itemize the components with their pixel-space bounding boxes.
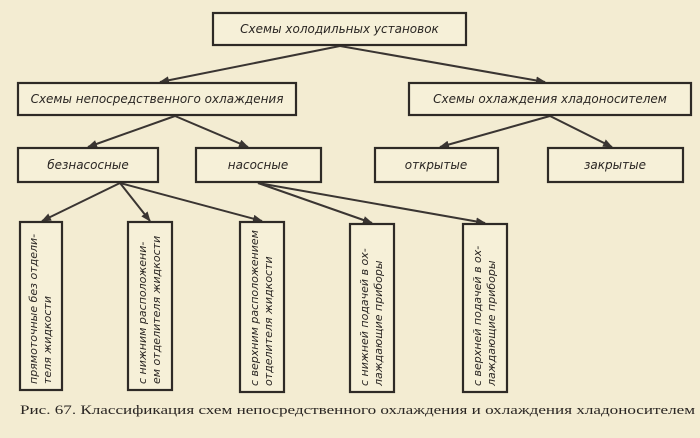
node-pumpless: безнасосные xyxy=(16,146,160,184)
node-closed: закрытые xyxy=(546,146,685,184)
leaf-2: с нижним расположени- ем отделителя жидк… xyxy=(126,220,174,392)
leaf-1-line-1: прямоточные без отдели- xyxy=(27,234,40,384)
connectors xyxy=(41,45,613,226)
direct-cooling-label: Схемы непосредственного охлаждения xyxy=(31,92,284,106)
leaf-4-line-1: с нижней подачей в ох- xyxy=(358,248,371,386)
arrow-root-to-coolant xyxy=(339,45,546,85)
arrow-to-leaf-5 xyxy=(257,182,486,226)
arrow-to-leaf-4 xyxy=(257,182,373,224)
arrow-to-leaf-2 xyxy=(119,182,151,222)
leaf-1: прямоточные без отдели- теля жидкости xyxy=(18,220,64,392)
leaf-3-line-1: с верхним расположением xyxy=(248,230,261,386)
leaf-3-line-2: отделителя жидкости xyxy=(262,256,275,386)
leaf-4-line-2: лаждающие приборы xyxy=(372,260,385,387)
arrow-root-to-direct xyxy=(159,45,341,85)
leaf-2-line-1: с нижним расположени- xyxy=(136,242,149,384)
arrow-direct-to-pumpless xyxy=(87,115,176,148)
arrow-direct-to-pumped xyxy=(174,115,249,148)
pumped-label: насосные xyxy=(228,158,288,172)
arrow-to-leaf-3 xyxy=(119,182,263,223)
leaf-2-line-2: ем отделителя жидкости xyxy=(150,236,163,384)
arrow-to-leaf-1 xyxy=(41,182,121,222)
open-label: открытые xyxy=(405,158,468,172)
node-pumped: насосные xyxy=(194,146,323,184)
leaf-5-line-2: лаждающие приборы xyxy=(485,260,498,387)
root-label: Схемы холодильных установок xyxy=(240,22,439,36)
arrow-coolant-to-closed xyxy=(549,115,613,148)
leaf-1-line-2: теля жидкости xyxy=(41,296,54,384)
leaf-5-line-1: с верхней подачей в ох- xyxy=(471,246,484,386)
leaf-4: с нижней подачей в ох- лаждающие приборы xyxy=(348,222,396,394)
node-open: открытые xyxy=(373,146,500,184)
leaf-3: с верхним расположением отделителя жидко… xyxy=(238,220,286,394)
coolant-cooling-label: Схемы охлаждения хладоносителем xyxy=(433,92,667,106)
pumpless-label: безнасосные xyxy=(47,158,129,172)
node-direct-cooling: Схемы непосредственного охлаждения xyxy=(16,81,298,117)
leaf-5: с верхней подачей в ох- лаждающие прибор… xyxy=(461,222,509,394)
arrow-coolant-to-open xyxy=(439,115,551,149)
figure-caption: Рис. 67. Классификация схем непосредстве… xyxy=(20,402,695,417)
closed-label: закрытые xyxy=(584,158,646,172)
root-node: Схемы холодильных установок xyxy=(211,11,468,47)
node-coolant-cooling: Схемы охлаждения хладоносителем xyxy=(407,81,693,117)
